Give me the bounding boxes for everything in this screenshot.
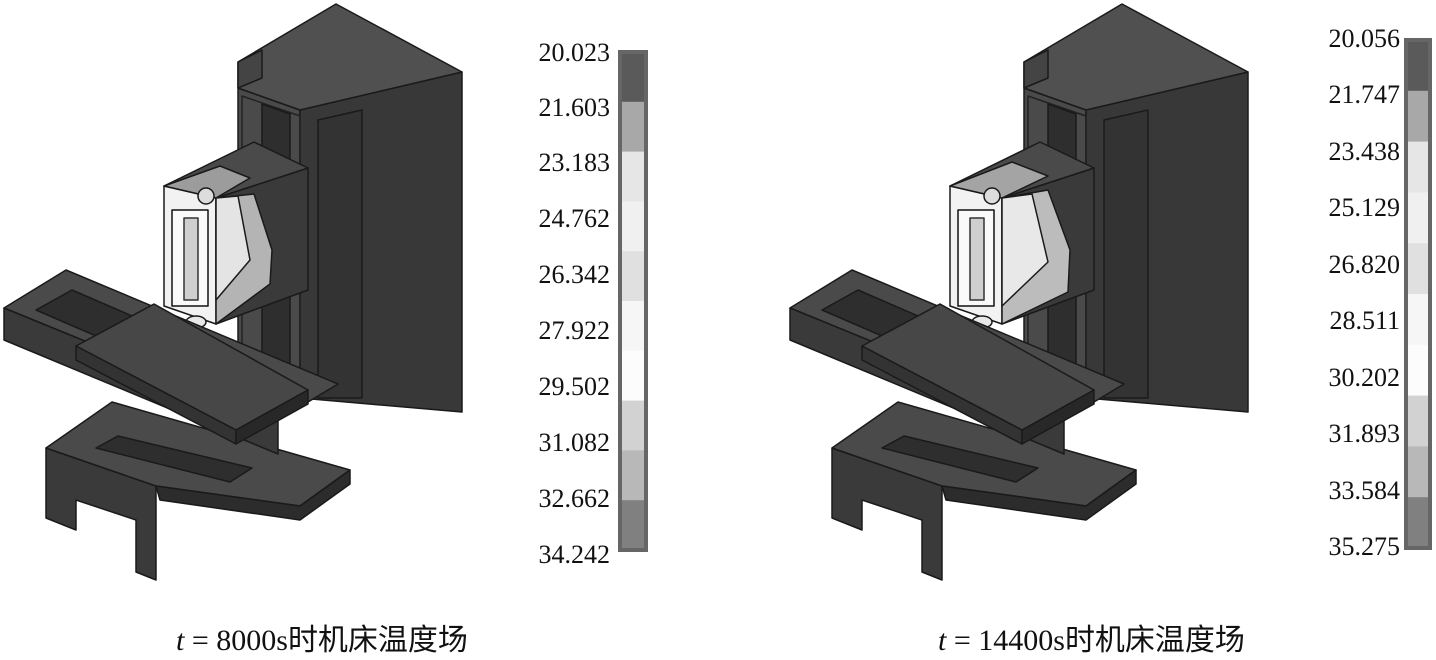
legend-value: 20.023 [538,38,611,67]
spindle-shaft [969,217,985,301]
colorbar-band [620,400,646,451]
colorbar-band [620,151,646,202]
figure-caption: t = 14400s时机床温度场 [938,624,1245,658]
legend-value: 34.242 [538,540,611,569]
spindle-hole [197,187,215,205]
figure-panel-left: 20.023 21.603 23.183 24.762 26.342 27.92… [3,3,648,658]
colorbar-band [1406,294,1430,346]
legend-value: 24.762 [538,204,611,233]
legend-value: 21.747 [1328,80,1401,109]
table-side [1021,389,1095,445]
caption-text: = 8000s时机床温度场 [184,624,468,657]
legend-value: 28.511 [1329,306,1400,335]
base-slot [881,435,1039,483]
column-step [317,109,363,399]
colorbar-band [1406,192,1430,244]
colorbar-band [620,251,646,302]
colorbar-band [1406,141,1430,193]
colorbar-band [1406,40,1430,92]
legend-value: 32.662 [538,484,611,513]
base-front [831,447,943,581]
legend-value: 23.183 [538,148,611,177]
legend-value: 31.893 [1328,419,1401,448]
legend-value: 25.129 [1328,193,1401,222]
colorbar-band [1406,497,1430,549]
colorbar-band [1406,446,1430,498]
colorbar-band [620,301,646,352]
legend-value: 20.056 [1328,24,1401,53]
column-notch [1023,49,1049,89]
colorbar-band [1406,243,1430,295]
machine-tool-model [3,3,463,581]
table-side [235,389,309,445]
base-right [155,469,351,521]
legend-value: 27.922 [538,316,611,345]
base-slot [95,435,253,483]
legend-value: 26.342 [538,260,611,289]
machine-tool-model [789,3,1249,581]
heat-zone-mid [1001,193,1049,307]
figure-caption: t = 8000s时机床温度场 [176,624,468,658]
legend-value: 33.584 [1328,476,1401,505]
column-notch [237,49,263,89]
colorbar-band [1406,90,1430,143]
legend-value: 31.082 [538,428,611,457]
legend-value: 26.820 [1328,250,1401,279]
colorbar-band [620,350,646,402]
caption-variable: t [176,624,185,657]
legend-value: 30.202 [1328,363,1401,392]
colorbar-band [620,201,646,252]
spindle-hole [983,187,1001,205]
colorbar-band [620,101,646,153]
temperature-colorbar [618,50,648,552]
spindle-shaft [183,217,199,301]
colorbar-band [620,450,646,501]
figure-panel-right: 20.056 21.747 23.438 25.129 26.820 28.51… [718,0,1436,660]
legend-value: 35.275 [1328,532,1401,561]
base-front [45,447,157,581]
colorbar-band [1406,395,1430,447]
colorbar-band [1406,344,1430,397]
column-step [1103,109,1149,399]
caption-text: = 14400s时机床温度场 [946,624,1245,657]
legend-value: 21.603 [538,93,611,122]
temperature-colorbar [1404,38,1432,550]
caption-variable: t [938,624,947,657]
base-right [941,469,1137,521]
colorbar-band [620,52,646,103]
legend-value: 23.438 [1328,137,1401,166]
legend-value: 29.502 [538,372,611,401]
colorbar-band [620,500,646,551]
heat-zone-mid [215,195,251,301]
